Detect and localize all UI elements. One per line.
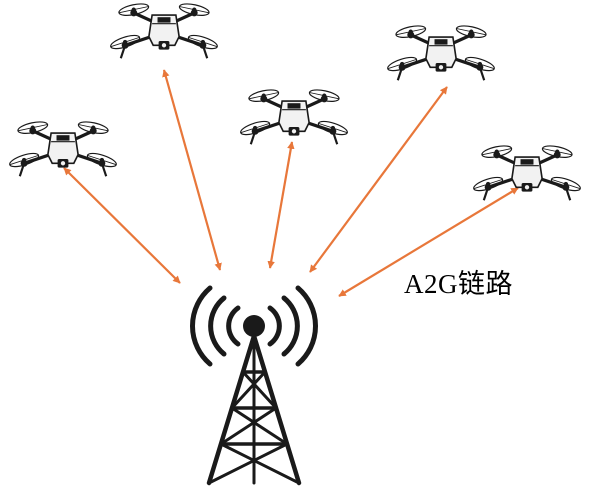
a2g-link-2	[162, 69, 222, 271]
a2g-link-label: A2G链路	[404, 269, 513, 299]
drones	[8, 2, 582, 200]
a2g-link-4	[309, 86, 448, 273]
drone-icon	[8, 120, 118, 176]
drone-icon	[239, 88, 349, 144]
cell-tower-icon	[190, 285, 318, 486]
a2g-links	[63, 69, 519, 297]
drone-icon	[472, 144, 582, 200]
a2g-link-1	[63, 167, 181, 284]
a2g-link-3	[267, 141, 295, 269]
a2g-link-5	[338, 187, 519, 297]
drone-icon	[386, 24, 496, 80]
drone-icon	[109, 2, 219, 58]
